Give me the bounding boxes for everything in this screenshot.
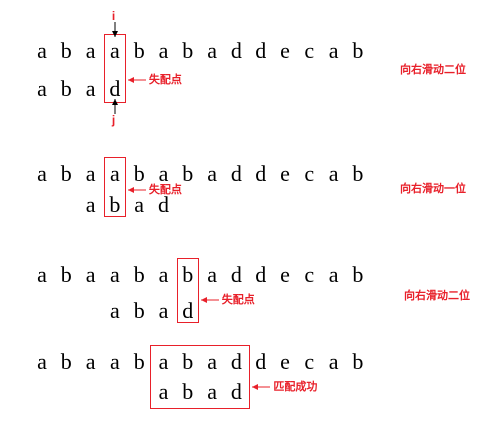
pattern-char: b (60, 76, 72, 101)
main-char: b (133, 349, 145, 374)
callout-label: 失配点 (148, 183, 182, 196)
main-char: a (207, 349, 217, 374)
pattern-char: b (109, 192, 121, 217)
main-char: b (60, 161, 72, 186)
main-char: b (182, 262, 194, 287)
main-char: b (60, 38, 72, 63)
main-char: e (280, 349, 290, 374)
callout-arrow (200, 297, 219, 303)
main-char: b (352, 262, 364, 287)
main-char: e (280, 38, 290, 63)
mismatch-box (176, 258, 199, 323)
pattern-char: d (158, 192, 169, 217)
match-box (149, 345, 251, 409)
pattern-char: a (207, 379, 217, 404)
pattern-char: d (230, 379, 242, 404)
main-char: a (328, 161, 339, 186)
main-char: a (158, 262, 169, 287)
main-char: d (230, 161, 242, 186)
shift-note: 向右滑动一位 (400, 182, 466, 195)
main-char: b (352, 349, 364, 374)
shift-note: 向右滑动二位 (404, 289, 470, 302)
main-char: b (133, 38, 145, 63)
mismatch-box (103, 157, 126, 217)
pointer-j-arrow (111, 99, 118, 114)
main-char: b (133, 262, 145, 287)
main-char: a (85, 262, 96, 287)
main-char: a (328, 38, 339, 63)
main-char: a (85, 349, 96, 374)
main-char: b (133, 161, 145, 186)
pointer-i-label: i (111, 9, 116, 23)
pattern-char: a (110, 298, 120, 323)
main-char: a (158, 38, 169, 63)
pattern-char: a (134, 192, 145, 217)
main-char: c (304, 262, 315, 287)
main-char: d (255, 262, 267, 287)
pattern-char: a (85, 192, 96, 217)
pattern-char: a (85, 76, 96, 101)
main-char: d (255, 38, 267, 63)
pattern-char: a (158, 298, 169, 323)
main-char: a (328, 349, 339, 374)
main-char: a (328, 262, 339, 287)
main-char: d (230, 38, 242, 63)
main-char: e (280, 262, 290, 287)
shift-note: 向右滑动二位 (400, 63, 466, 76)
main-char: d (230, 262, 242, 287)
callout-arrow (127, 77, 146, 83)
main-char: b (182, 161, 194, 186)
main-char: c (304, 349, 315, 374)
main-char: e (280, 161, 290, 186)
main-char: a (158, 349, 169, 374)
main-char: a (37, 349, 47, 374)
main-char: a (158, 161, 169, 186)
main-char: a (85, 38, 96, 63)
main-char: b (352, 161, 364, 186)
main-char: a (37, 262, 47, 287)
main-char: a (37, 161, 47, 186)
pattern-char: b (133, 298, 145, 323)
main-char: b (60, 349, 72, 374)
callout-arrow (252, 384, 271, 390)
main-char: b (60, 262, 72, 287)
main-char: d (255, 161, 267, 186)
main-char: d (230, 349, 242, 374)
pattern-char: a (37, 76, 47, 101)
main-char: c (304, 161, 315, 186)
main-char: a (37, 38, 47, 63)
main-char: a (110, 262, 120, 287)
pattern-char: d (182, 298, 194, 323)
callout-label: 匹配成功 (273, 380, 318, 393)
pattern-char: b (182, 379, 194, 404)
main-char: a (85, 161, 96, 186)
main-char: b (352, 38, 364, 63)
main-char: d (255, 349, 267, 374)
main-char: a (110, 349, 120, 374)
main-char: b (182, 38, 194, 63)
pattern-char: a (158, 379, 169, 404)
main-char: a (207, 38, 217, 63)
pointer-j-label: j (111, 113, 116, 127)
main-char: c (304, 38, 315, 63)
pattern-char: d (109, 76, 121, 101)
main-char: b (182, 349, 194, 374)
callout-label: 失配点 (148, 73, 182, 86)
main-char: a (110, 161, 120, 186)
callout-label: 失配点 (221, 293, 255, 306)
main-char: a (207, 262, 217, 287)
main-char: a (110, 38, 120, 63)
main-char: a (207, 161, 217, 186)
callout-arrow (127, 187, 146, 193)
pointer-i-arrow (111, 22, 118, 37)
